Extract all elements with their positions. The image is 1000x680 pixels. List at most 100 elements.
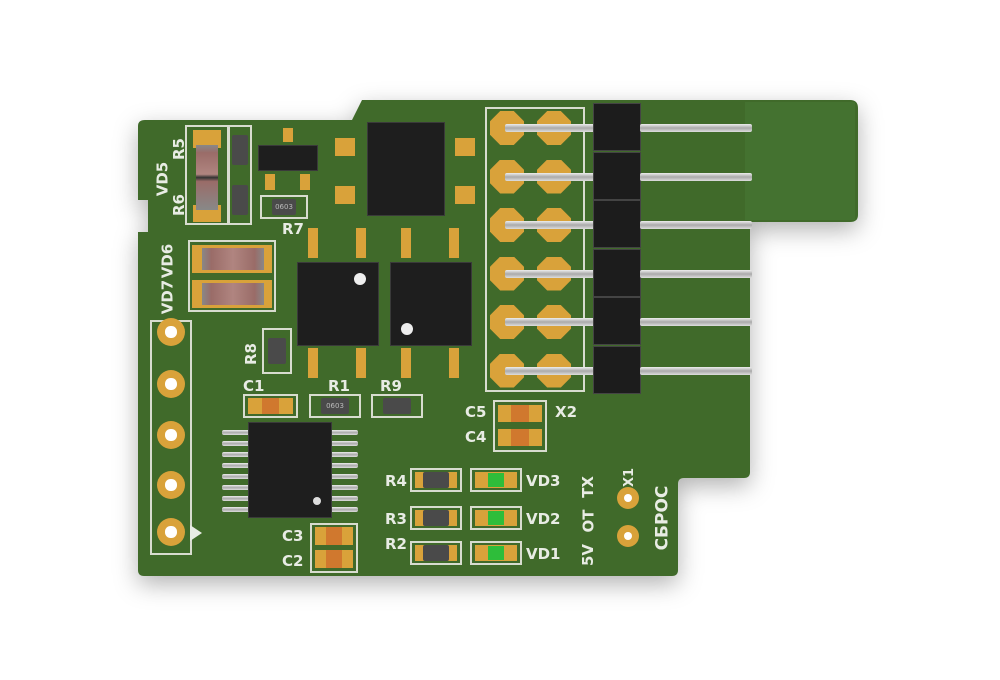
label-tx: TX bbox=[578, 476, 597, 498]
transistor-sot23 bbox=[258, 145, 318, 171]
pad bbox=[308, 228, 318, 258]
label-reset: СБРОС bbox=[652, 485, 673, 551]
label-r7: R7 bbox=[282, 220, 304, 238]
capacitor-c3 bbox=[326, 527, 342, 545]
header-pin bbox=[640, 269, 752, 278]
resistor-r4 bbox=[423, 472, 449, 488]
label-c5: C5 bbox=[465, 403, 487, 421]
header-housing bbox=[593, 345, 641, 394]
ic-soic-mcu bbox=[248, 422, 332, 518]
header-pin bbox=[640, 366, 752, 375]
soic-pin bbox=[328, 441, 358, 446]
soic-pin bbox=[328, 507, 358, 512]
soic-pin bbox=[328, 452, 358, 457]
label-x2: X2 bbox=[555, 403, 578, 421]
pad bbox=[455, 138, 475, 156]
pad bbox=[283, 128, 293, 142]
label-c2: C2 bbox=[282, 552, 304, 570]
pad bbox=[356, 348, 366, 378]
label-vd6: VD6 bbox=[158, 243, 177, 279]
ic-optocoupler-2 bbox=[390, 262, 472, 346]
label-vd3: VD3 bbox=[526, 472, 561, 490]
resistor-r1: 0603 bbox=[321, 398, 349, 414]
pad bbox=[308, 348, 318, 378]
label-r9: R9 bbox=[380, 377, 402, 395]
label-r4: R4 bbox=[385, 472, 407, 490]
vd2-outline bbox=[470, 506, 522, 530]
diode-vd7 bbox=[202, 283, 264, 305]
r1-outline bbox=[309, 394, 361, 418]
r9-outline bbox=[371, 394, 423, 418]
resistor-r6 bbox=[232, 185, 248, 215]
r3-outline bbox=[410, 506, 462, 530]
label-c1: C1 bbox=[243, 377, 265, 395]
r5-r6-outline bbox=[228, 125, 252, 225]
connector-pad-2 bbox=[157, 370, 185, 398]
led-vd1 bbox=[488, 546, 504, 560]
label-c3: C3 bbox=[282, 527, 304, 545]
capacitor-c1 bbox=[262, 398, 279, 414]
label-5v: 5V bbox=[579, 543, 598, 567]
r7-outline bbox=[260, 195, 308, 219]
resistor-r9 bbox=[383, 398, 411, 414]
soic-pin bbox=[328, 430, 358, 435]
diode-vd5 bbox=[196, 145, 218, 210]
r2-outline bbox=[410, 541, 462, 565]
pad bbox=[449, 228, 459, 258]
header-pin bbox=[505, 124, 595, 132]
connector-pad-1 bbox=[157, 318, 185, 346]
header-housing bbox=[593, 200, 641, 248]
soic-pin bbox=[222, 430, 252, 435]
label-r6: R6 bbox=[170, 194, 188, 216]
led-vd2 bbox=[488, 511, 504, 525]
soic-pin bbox=[328, 463, 358, 468]
soic-pin bbox=[222, 463, 252, 468]
pad bbox=[449, 348, 459, 378]
r4-outline bbox=[410, 468, 462, 492]
soic-pin bbox=[328, 474, 358, 479]
pad bbox=[455, 186, 475, 204]
pad bbox=[401, 228, 411, 258]
label-vd7: VD7 bbox=[158, 279, 177, 315]
c2-c3-outline bbox=[310, 523, 358, 573]
label-vd2: VD2 bbox=[526, 510, 561, 528]
connector-pad-4 bbox=[157, 471, 185, 499]
capacitor-c2 bbox=[326, 550, 342, 568]
header-pin bbox=[640, 221, 752, 229]
soic-pin bbox=[222, 452, 252, 457]
header-pin bbox=[505, 269, 595, 278]
soic-pin bbox=[222, 507, 252, 512]
diode-vd6 bbox=[202, 248, 264, 270]
header-pin bbox=[505, 318, 595, 326]
pad bbox=[356, 228, 366, 258]
header-pin bbox=[640, 318, 752, 326]
connector-pad-3 bbox=[157, 421, 185, 449]
resistor-r5 bbox=[232, 135, 248, 165]
pad bbox=[335, 138, 355, 156]
resistor-r7: 0603 bbox=[272, 199, 296, 215]
soic-pin bbox=[328, 485, 358, 490]
header-pin bbox=[505, 366, 595, 375]
ic-bridge-top bbox=[367, 122, 445, 216]
header-housing bbox=[593, 297, 641, 345]
resistor-r2 bbox=[423, 545, 449, 561]
label-vd1: VD1 bbox=[526, 545, 561, 563]
header-housing bbox=[593, 103, 641, 151]
header-pin bbox=[505, 221, 595, 229]
ic-optocoupler-1 bbox=[297, 262, 379, 346]
x1-pad-1 bbox=[617, 487, 639, 509]
label-vd5: VD5 bbox=[153, 161, 172, 197]
vd1-outline bbox=[470, 541, 522, 565]
label-r1: R1 bbox=[328, 377, 350, 395]
label-x1: X1 bbox=[622, 467, 638, 488]
led-vd3 bbox=[488, 473, 504, 487]
header-outline bbox=[485, 107, 585, 392]
vd6-vd7-outline bbox=[188, 240, 276, 312]
capacitor-c5 bbox=[511, 405, 529, 422]
label-r8: R8 bbox=[242, 343, 260, 365]
soic-pin bbox=[222, 441, 252, 446]
capacitor-c4 bbox=[511, 429, 529, 446]
vd3-outline bbox=[470, 468, 522, 492]
label-r2: R2 bbox=[385, 535, 407, 553]
label-c4: C4 bbox=[465, 428, 487, 446]
